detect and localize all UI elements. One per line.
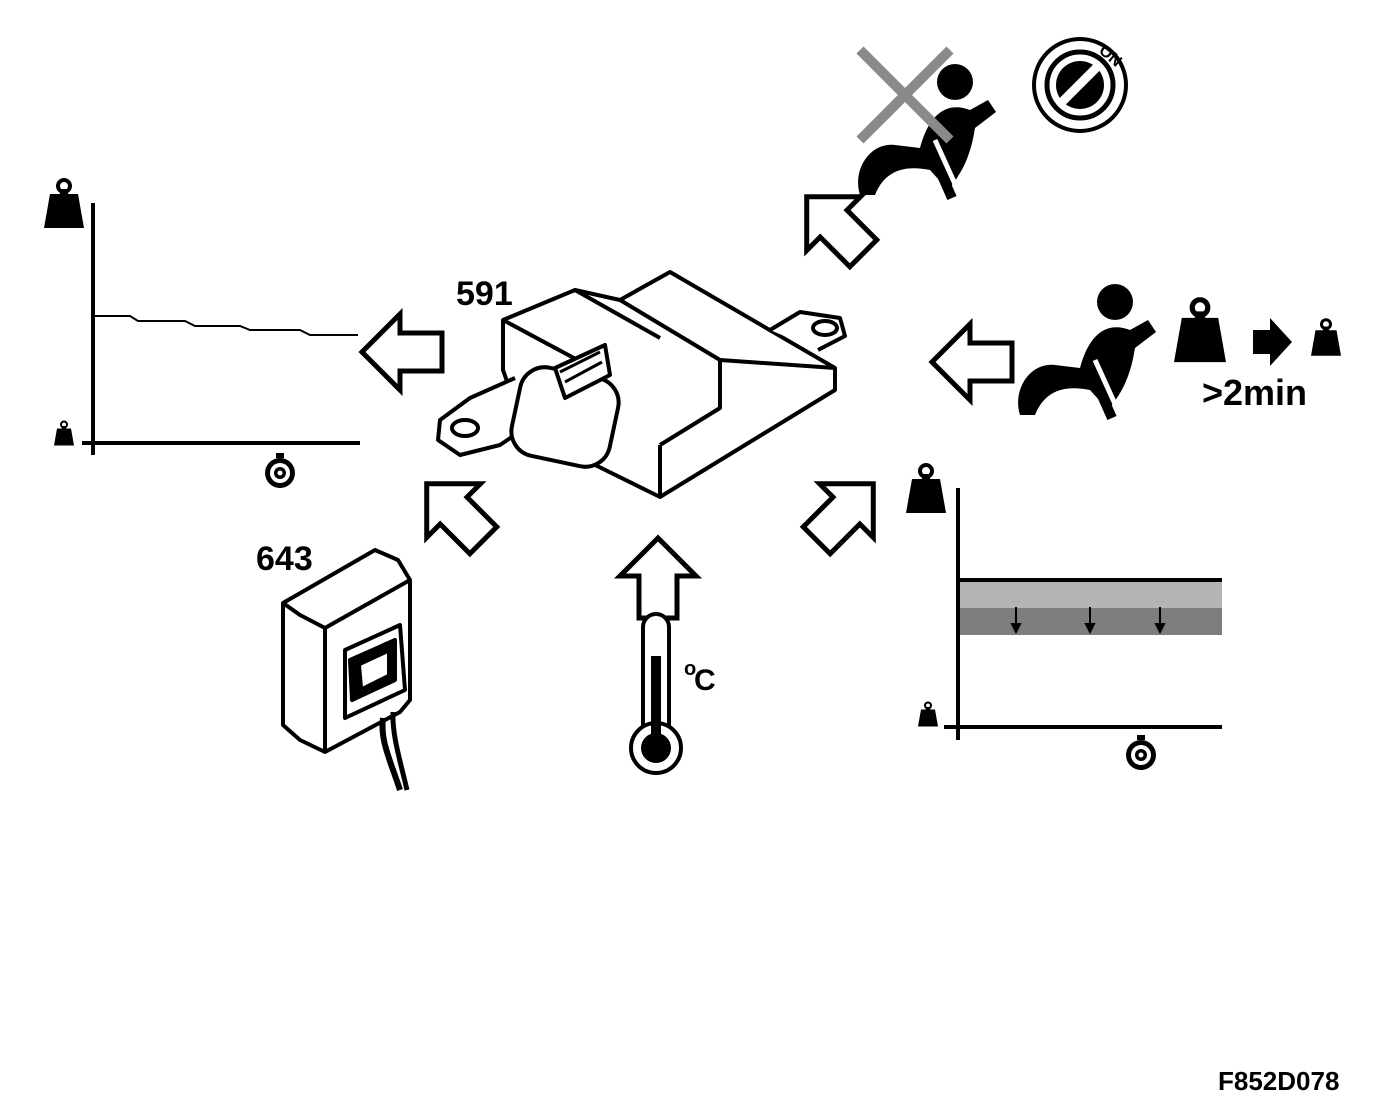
seated-person-icon xyxy=(858,64,996,198)
arrow-right-icon xyxy=(1253,318,1292,366)
right-band-graph xyxy=(904,463,1222,770)
weight-icon-right-small xyxy=(917,701,939,728)
weight-icon xyxy=(42,178,86,230)
arrow-up-icon xyxy=(620,538,696,618)
duration-label: >2min xyxy=(1202,372,1307,413)
arrow-left-icon xyxy=(362,314,442,390)
seated-person-icon-right xyxy=(1018,284,1156,418)
band-upper xyxy=(958,582,1222,608)
arrow-up-left-icon xyxy=(790,457,900,567)
ignition-switch-icon: ON xyxy=(1032,37,1128,133)
left-pressure-graph xyxy=(42,178,360,488)
degree-symbol: o xyxy=(684,658,696,680)
weight-icon-large xyxy=(1174,300,1226,362)
occupant-sensor xyxy=(281,548,412,791)
weight-icon-medium xyxy=(1309,318,1343,358)
figure-code-label: F852D078 xyxy=(1218,1066,1339,1096)
weight-icon-right xyxy=(904,463,948,515)
weight-icon-small xyxy=(53,420,75,447)
arrow-left-icon-right xyxy=(932,324,1012,400)
thermometer-icon xyxy=(629,612,683,775)
occupant-weight-change: >2min xyxy=(932,284,1343,418)
stopwatch-icon xyxy=(265,453,295,488)
module-number-label: 591 xyxy=(456,275,513,313)
arrow-up-right-icon xyxy=(400,457,510,567)
no-occupant-ignition-on: ON xyxy=(858,37,1128,198)
left-graph-curve xyxy=(93,315,358,336)
temperature-unit-label: C xyxy=(694,664,716,697)
sensor-number-label: 643 xyxy=(256,540,313,578)
down-arrows xyxy=(1010,607,1166,635)
stopwatch-icon-right xyxy=(1126,735,1156,770)
airbag-control-module xyxy=(436,270,847,499)
